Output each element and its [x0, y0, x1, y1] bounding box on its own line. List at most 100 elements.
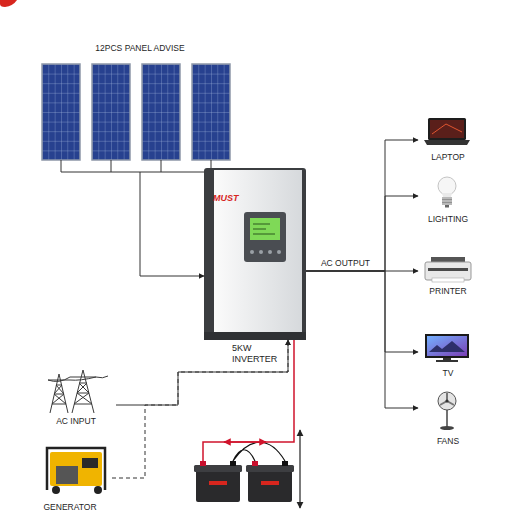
load-device: TV [418, 330, 478, 378]
connector-line [306, 196, 418, 271]
laptop-icon-part [424, 140, 470, 145]
solar-panel-part [192, 64, 230, 160]
connector-line [112, 340, 288, 478]
laptop-icon-part [432, 124, 462, 134]
printer-icon-part [428, 268, 468, 271]
load-device: FANS [418, 390, 478, 446]
battery-part [248, 470, 292, 502]
battery-part [209, 481, 227, 485]
generator-part [52, 486, 60, 494]
battery-part [252, 461, 258, 466]
battery [194, 461, 294, 502]
generator [47, 448, 105, 494]
printer-icon [425, 257, 471, 282]
connector-line [140, 172, 204, 276]
battery-part [196, 470, 240, 502]
battery-part [246, 465, 294, 472]
fan-icon-part [445, 399, 448, 402]
bulb-icon-part [442, 200, 452, 203]
generator-source: GENERATOR [28, 444, 112, 512]
generator-part [50, 452, 102, 486]
inverter-unit: MUST5KW INVERTER [204, 170, 306, 340]
laptop-icon-part [428, 118, 466, 140]
battery-part [230, 461, 236, 466]
inverter-body-part [259, 250, 263, 254]
tv-icon-part [436, 360, 458, 362]
solar-panel-part [92, 64, 130, 160]
node-label: 12PCS PANEL ADVISE [40, 43, 240, 53]
battery-jumper [233, 442, 285, 461]
connector-line [306, 140, 418, 271]
fan-icon [438, 392, 456, 430]
laptop-icon-part [430, 120, 464, 138]
node-label: PRINTER [418, 286, 478, 296]
tv-icon-part [427, 336, 467, 356]
inverter-body-part [268, 250, 272, 254]
solar-panel [42, 64, 230, 160]
battery-part [282, 461, 288, 466]
solar-panel-part [142, 64, 180, 160]
solar-panel-part [142, 64, 180, 160]
tv-icon [425, 334, 469, 362]
power-tower-part [48, 374, 70, 413]
power-tower-part [70, 370, 96, 413]
node-label: FANS [418, 436, 478, 446]
node-label: GENERATOR [28, 502, 112, 512]
battery-wire [203, 340, 294, 461]
node-label: LIGHTING [418, 214, 478, 224]
generator-part [47, 448, 105, 490]
node-label: LAPTOP [418, 152, 478, 162]
inverter-body-part [204, 332, 306, 340]
node-label: TV [418, 368, 478, 378]
battery-arrow [299, 430, 300, 508]
load-device: LAPTOP [418, 114, 478, 162]
connector-group [112, 140, 418, 478]
power-tower [48, 370, 108, 413]
inverter-body-part [250, 218, 280, 240]
connector-line [306, 271, 418, 408]
inverter-body-part [244, 212, 286, 262]
battery-part [261, 481, 279, 485]
inverter-body-part [253, 224, 275, 234]
battery-part [200, 461, 206, 466]
solar-panel-part [92, 64, 130, 160]
load-device: PRINTER [418, 254, 478, 296]
connector-line [306, 271, 418, 352]
fan-icon-part [446, 410, 448, 427]
charge-arrow [224, 441, 266, 443]
solar-panel-part [42, 64, 80, 160]
generator-part [56, 466, 78, 484]
load-device: LIGHTING [418, 172, 478, 224]
logo-fragment [0, 0, 17, 7]
fan-icon-part [440, 393, 454, 405]
bulb-icon-part [442, 193, 452, 197]
tv-icon-part [443, 358, 451, 360]
panel-wiring [61, 160, 211, 172]
bulb-icon [438, 177, 456, 208]
node-label: 5KW INVERTER [232, 343, 286, 365]
panel-array: 12PCS PANEL ADVISE [40, 40, 240, 172]
printer-icon-part [425, 262, 471, 280]
tv-icon-part [429, 341, 465, 352]
inverter-body-part [250, 250, 254, 254]
inverter-body-part [204, 168, 306, 340]
battery-part [194, 465, 242, 472]
solar-panel-part [192, 64, 230, 160]
bulb-icon-part [445, 205, 449, 208]
inverter-body-part [214, 170, 302, 332]
connector-label: AC OUTPUT [319, 258, 372, 268]
printer-icon-part [432, 278, 464, 282]
laptop-icon [424, 118, 470, 145]
node-label: AC INPUT [36, 416, 116, 426]
tv-icon-part [425, 334, 469, 358]
fan-icon-part [440, 426, 454, 430]
generator-part [94, 486, 102, 494]
generator-part [82, 458, 98, 468]
bulb-icon-part [442, 197, 452, 205]
brand-logo: MUST [213, 193, 239, 203]
inverter-body [204, 168, 306, 340]
fan-icon-part [438, 392, 456, 410]
bulb-icon-part [438, 177, 456, 195]
grid-source: AC INPUT [36, 366, 116, 426]
solar-panel-part [42, 64, 80, 160]
